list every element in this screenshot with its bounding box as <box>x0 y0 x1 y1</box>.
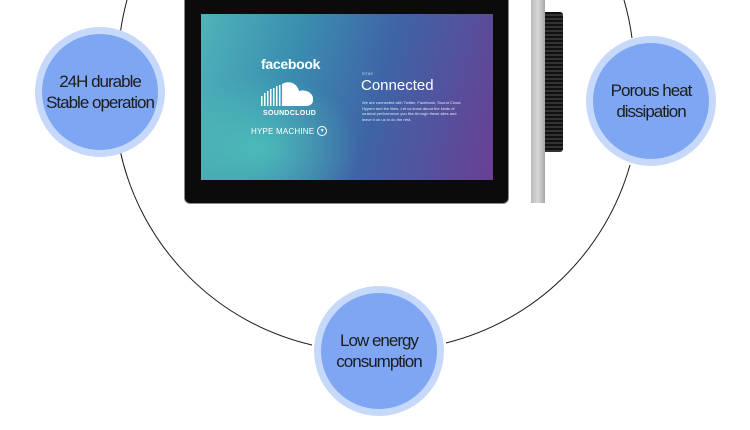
screen-glow <box>201 74 361 180</box>
feature-line: Low energy <box>340 330 419 350</box>
feature-line: 24H durable <box>59 71 142 91</box>
hype-machine-label: HYPE MACHINE ▼ <box>251 126 328 136</box>
feature-bubble-low-energy: Low energy consumption <box>321 293 437 409</box>
monitor-front: facebook SOUNDCLOUD HYPE MACHINE ▼ STA <box>185 0 508 203</box>
feature-bubble-heat-dissipation: Porous heat dissipation <box>593 43 709 159</box>
connected-heading: Connected <box>361 77 434 94</box>
hype-machine-text: HYPE MACHINE <box>251 126 315 136</box>
feature-line: Stable operation <box>46 93 155 112</box>
feature-line: dissipation <box>616 102 686 121</box>
soundcloud-label: SOUNDCLOUD <box>263 110 317 117</box>
feature-line: Porous heat <box>610 80 693 100</box>
monitor-side-frame <box>531 0 545 203</box>
circle-arc <box>119 149 313 346</box>
circle-arc <box>623 0 633 39</box>
feature-bubble-durable: 24H durable Stable operation <box>42 34 158 150</box>
facebook-label: facebook <box>261 56 321 72</box>
connected-description: We are connected with Twitter, Facebook,… <box>362 100 462 122</box>
stay-label: STAY <box>362 71 374 76</box>
monitor-screen: facebook SOUNDCLOUD HYPE MACHINE ▼ STA <box>201 14 493 180</box>
soundcloud-icon <box>261 82 314 106</box>
feature-line: consumption <box>336 352 422 371</box>
circle-arc <box>445 164 631 344</box>
chevron-down-icon: ▼ <box>317 126 328 136</box>
monitor-side-vents <box>545 12 563 152</box>
